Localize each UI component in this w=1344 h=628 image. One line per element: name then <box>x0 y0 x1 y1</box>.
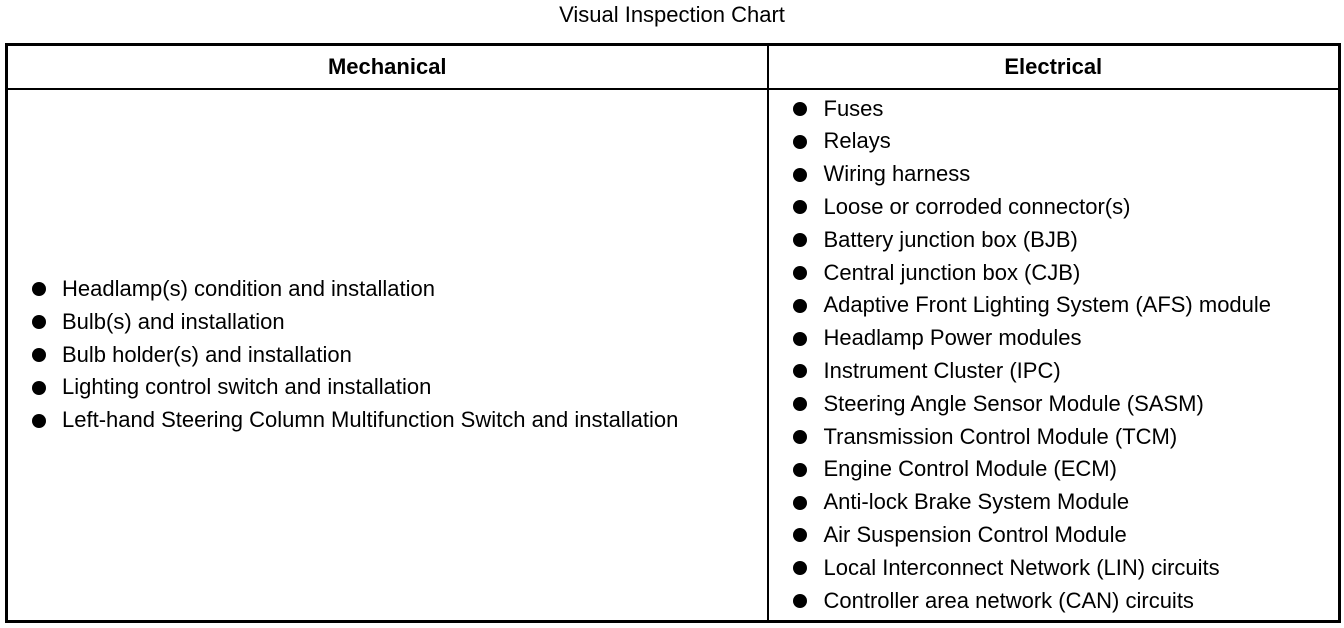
mechanical-list-item: Lighting control switch and installation <box>8 371 767 404</box>
bullet-icon <box>792 167 807 182</box>
header-mechanical: Mechanical <box>5 43 769 90</box>
bullet-icon <box>792 331 807 346</box>
mechanical-item-label: Left-hand Steering Column Multifunction … <box>62 407 679 433</box>
electrical-item-label: Battery junction box (BJB) <box>823 226 1078 252</box>
electrical-item-label: Adaptive Front Lighting System (AFS) mod… <box>823 292 1272 318</box>
electrical-item-label: Relays <box>823 128 891 154</box>
bullet-icon <box>792 561 807 576</box>
electrical-item-label: Headlamp Power modules <box>823 325 1082 351</box>
bullet-icon <box>32 282 46 297</box>
bullet-icon <box>792 495 807 510</box>
electrical-list-item: Adaptive Front Lighting System (AFS) mod… <box>769 289 1339 322</box>
bullet-icon <box>32 380 46 395</box>
bullet-icon <box>792 397 807 412</box>
bullet-icon <box>792 462 807 477</box>
electrical-list-item: Instrument Cluster (IPC) <box>769 355 1339 388</box>
bullet-icon <box>792 298 807 313</box>
visual-inspection-table: Mechanical Electrical Headlamp(s) condit… <box>5 43 1341 623</box>
header-electrical: Electrical <box>766 43 1341 90</box>
electrical-list-item: Fuses <box>769 93 1339 126</box>
electrical-list-item: Battery junction box (BJB) <box>769 224 1339 257</box>
electrical-item-label: Central junction box (CJB) <box>823 259 1081 285</box>
electrical-item-label: Steering Angle Sensor Module (SASM) <box>823 390 1204 416</box>
electrical-item-label: Local Interconnect Network (LIN) circuit… <box>823 554 1220 580</box>
bullet-icon <box>792 200 807 215</box>
mechanical-list-item: Bulb(s) and installation <box>8 306 767 339</box>
electrical-list-item: Controller area network (CAN) circuits <box>769 585 1339 618</box>
electrical-list-item: Central junction box (CJB) <box>769 257 1339 290</box>
electrical-item-label: Wiring harness <box>823 161 971 187</box>
electrical-list-item: Loose or corroded connector(s) <box>769 191 1339 224</box>
electrical-list-item: Relays <box>769 125 1339 158</box>
bullet-icon <box>792 593 807 608</box>
electrical-list-item: Engine Control Module (ECM) <box>769 453 1339 486</box>
electrical-list-item: Air Suspension Control Module <box>769 519 1339 552</box>
electrical-list-item: Steering Angle Sensor Module (SASM) <box>769 388 1339 421</box>
electrical-item-label: Air Suspension Control Module <box>823 521 1127 547</box>
bullet-icon <box>792 429 807 444</box>
bullet-icon <box>792 364 807 379</box>
mechanical-item-label: Bulb holder(s) and installation <box>62 341 352 367</box>
bullet-icon <box>792 266 807 280</box>
page-title: Visual Inspection Chart <box>559 2 785 27</box>
mechanical-item-label: Lighting control switch and installation <box>62 374 432 400</box>
mechanical-item-label: Bulb(s) and installation <box>62 308 285 334</box>
electrical-item-label: Instrument Cluster (IPC) <box>823 358 1061 383</box>
electrical-item-label: Engine Control Module (ECM) <box>823 456 1117 482</box>
bullet-icon <box>792 233 807 248</box>
bullet-icon <box>32 347 46 362</box>
electrical-list-item: Wiring harness <box>769 158 1339 191</box>
bullet-icon <box>32 413 46 428</box>
electrical-item-label: Transmission Control Module (TCM) <box>823 423 1178 449</box>
electrical-item-label: Anti-lock Brake System Module <box>823 489 1130 515</box>
bullet-icon <box>32 315 46 330</box>
bullet-icon <box>792 134 807 149</box>
mechanical-list-item: Bulb holder(s) and installation <box>8 339 767 372</box>
mechanical-item-label: Headlamp(s) condition and installation <box>62 276 435 301</box>
electrical-item-label: Controller area network (CAN) circuits <box>823 587 1194 613</box>
electrical-list-item: Transmission Control Module (TCM) <box>769 421 1339 454</box>
electrical-item-label: Fuses <box>823 95 884 121</box>
electrical-item-label: Loose or corroded connector(s) <box>823 194 1131 220</box>
electrical-list-item: Headlamp Power modules <box>769 322 1339 355</box>
electrical-list-item: Local Interconnect Network (LIN) circuit… <box>769 552 1339 585</box>
mechanical-list-item: Left-hand Steering Column Multifunction … <box>8 404 767 437</box>
bullet-icon <box>792 102 807 117</box>
table-header-row: Mechanical Electrical <box>5 43 1341 90</box>
mechanical-list-item: Headlamp(s) condition and installation <box>8 273 767 306</box>
bullet-icon <box>792 528 807 543</box>
electrical-list-item: Anti-lock Brake System Module <box>769 486 1339 519</box>
